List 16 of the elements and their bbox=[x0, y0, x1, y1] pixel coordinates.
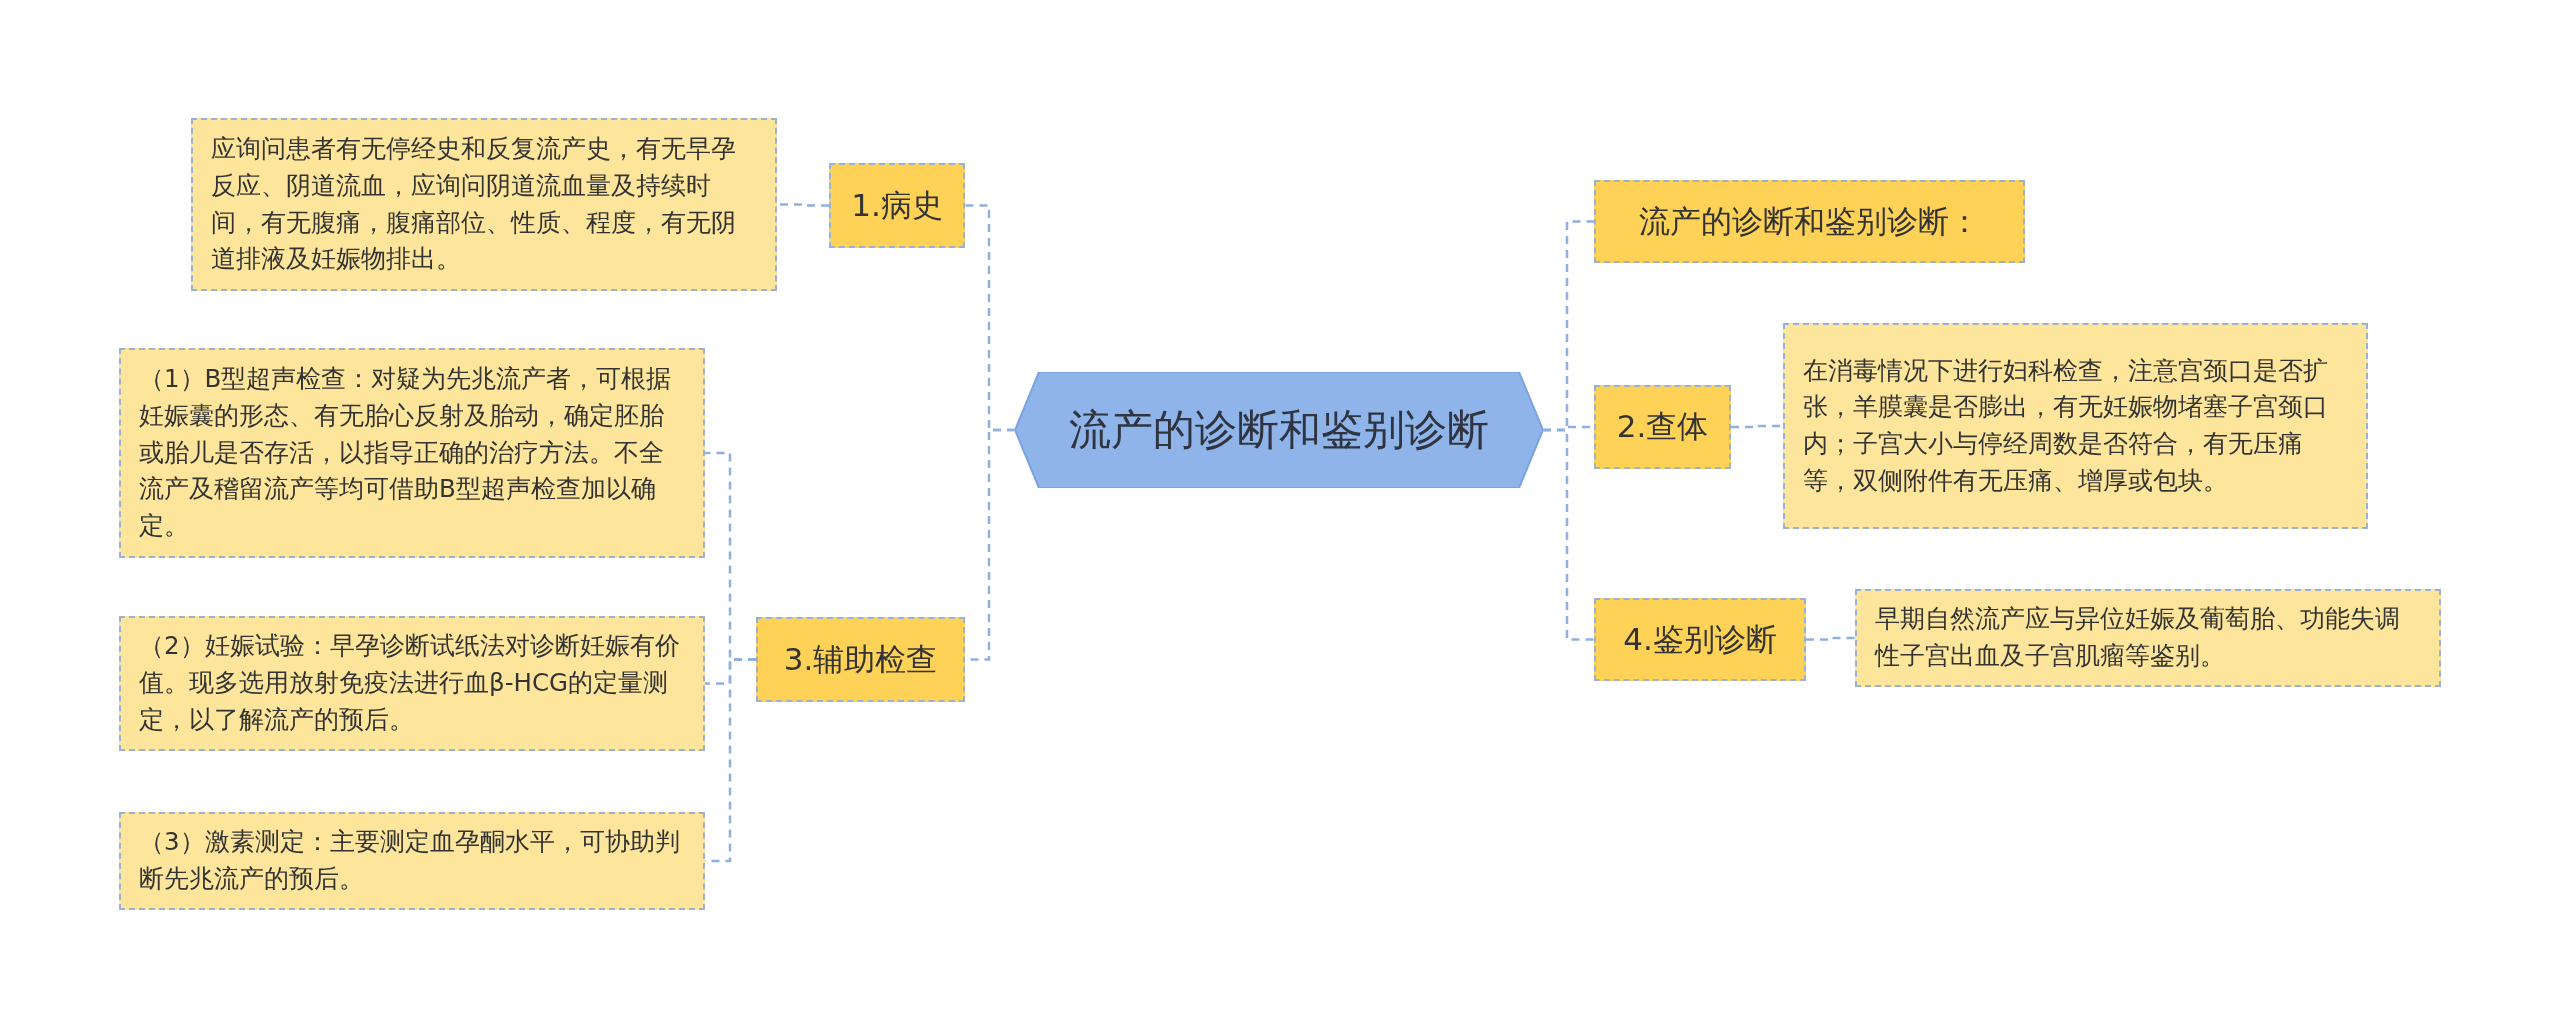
subtopic-label: 4.鉴别诊断 bbox=[1594, 598, 1806, 681]
connector-line bbox=[1543, 428, 1594, 641]
subtopic-label: 1.病史 bbox=[829, 163, 965, 248]
detail-note: （3）激素测定：主要测定血孕酮水平，可协助判断先兆流产的预后。 bbox=[119, 812, 705, 910]
connector-line bbox=[1731, 424, 1783, 429]
connector-line bbox=[777, 203, 829, 207]
detail-note: （2）妊娠试验：早孕诊断试纸法对诊断妊娠有价值。现多选用放射免疫法进行血β-HCG的定量测定，以了解流产的预后。 bbox=[119, 616, 705, 751]
detail-note: 在消毒情况下进行妇科检查，注意宫颈口是否扩张，羊膜囊是否膨出，有无妊娠物堵塞子宫颈口内；子宫大小与停经周数是否符合，有无压痛等，双侧附件有无压痛、增厚或包块。 bbox=[1783, 323, 2368, 529]
detail-note: （1）B型超声检查：对疑为先兆流产者，可根据妊娠囊的形态、有无胎心反射及胎动，确定胚胎或胎儿是否存活，以指导正确的治疗方法。不全流产及稽留流产等均可借助B型超声检查加以确定。 bbox=[119, 348, 705, 558]
detail-note: 应询问患者有无停经史和反复流产史，有无早孕反应、阴道流血，应询问阴道流血量及持续时间，有无腹痛，腹痛部位、性质、程度，有无阴道排液及妊娠物排出。 bbox=[191, 118, 777, 291]
subtopic-label: 2.查体 bbox=[1594, 385, 1731, 469]
detail-note: 早期自然流产应与异位妊娠及葡萄胎、功能失调性子宫出血及子宫肌瘤等鉴别。 bbox=[1855, 589, 2441, 687]
subtopic-label: 流产的诊断和鉴别诊断： bbox=[1594, 180, 2025, 263]
central-topic-title: 流产的诊断和鉴别诊断 bbox=[1069, 404, 1489, 456]
connector-line bbox=[1806, 636, 1855, 641]
subtopic-label: 3.辅助检查 bbox=[756, 617, 965, 702]
